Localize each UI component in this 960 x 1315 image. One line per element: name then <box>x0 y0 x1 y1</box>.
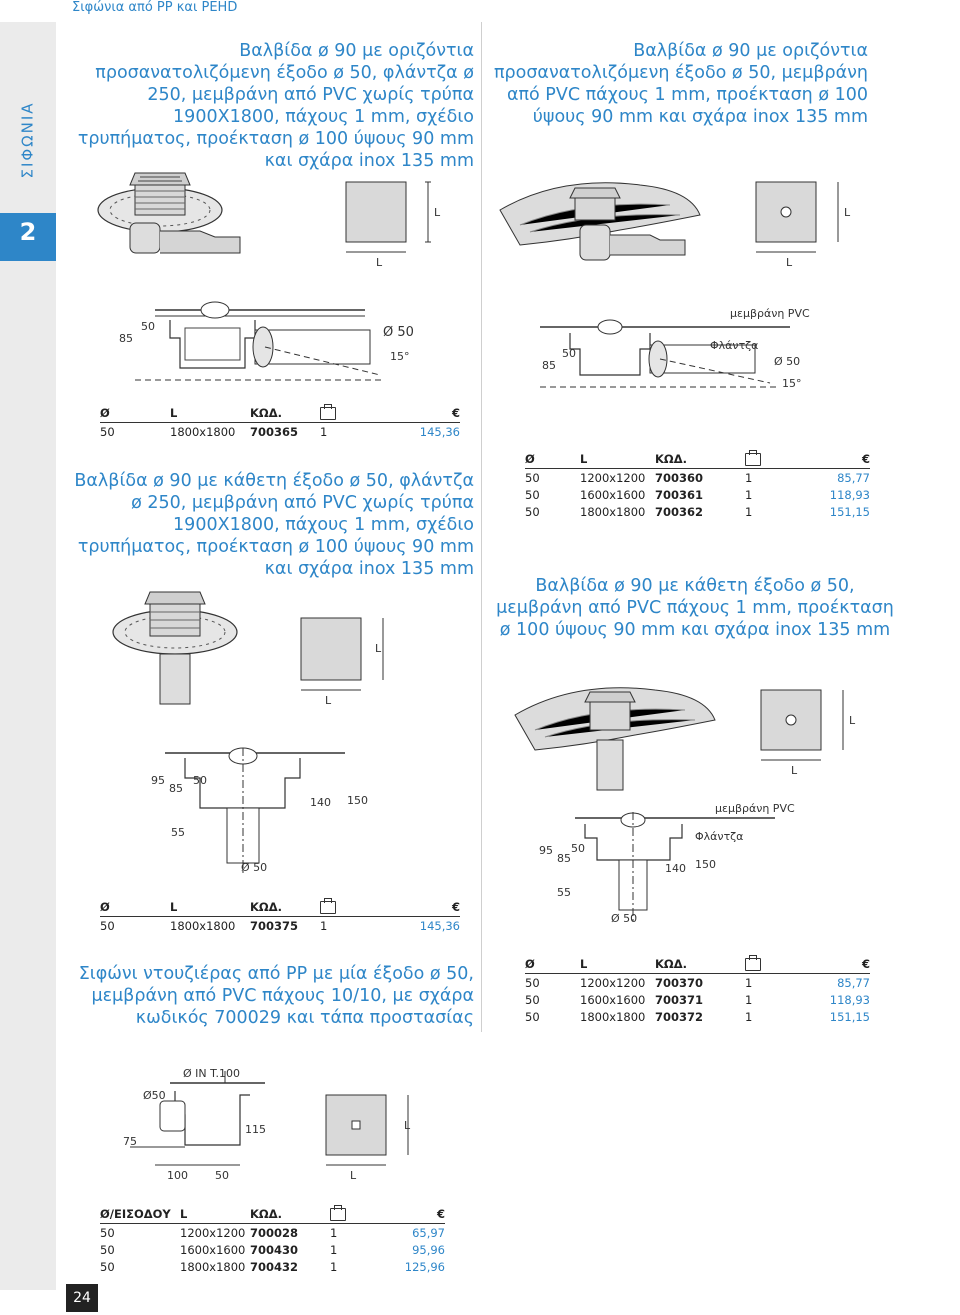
package-icon <box>320 404 336 420</box>
product-2-photo <box>499 182 701 261</box>
product-5-label-L-bottom: L <box>350 1169 357 1182</box>
product-5-label-75: 75 <box>123 1135 137 1148</box>
product-5-label-inT: Ø IN T.100 <box>183 1067 240 1080</box>
product-3-membrane-sketch: L L <box>300 617 384 707</box>
page-number: 24 <box>66 1284 98 1312</box>
col-diameter: Ø <box>100 406 110 420</box>
product-4-label-d50: Ø 50 <box>611 912 637 925</box>
product-3-label-55: 55 <box>171 826 185 839</box>
product-5-label-50: 50 <box>215 1169 229 1182</box>
product-3-label-L-side: L <box>375 642 382 655</box>
product-4-label-95: 95 <box>539 844 553 857</box>
product-1-label-50: 50 <box>141 320 155 333</box>
product-4-label-150: 150 <box>695 858 716 871</box>
col-length: L <box>170 406 178 420</box>
product-3-title: Βαλβίδα ø 90 με κάθετη έξοδο ø 50, φλάντ… <box>74 471 474 579</box>
product-4-title: Βαλβίδα ø 90 με κάθετη έξοδο ø 50, μεμβρ… <box>496 576 894 640</box>
package-icon <box>745 450 761 466</box>
product-4-section-drawing: μεμβράνη PVC Φλάντζα 95 85 50 140 150 55… <box>539 802 795 925</box>
product-2-label-L-side: L <box>844 206 851 219</box>
product-5-label-100: 100 <box>167 1169 188 1182</box>
product-1-label-L-bottom: L <box>376 256 383 269</box>
package-icon <box>320 898 336 914</box>
product-4-label-flange: Φλάντζα <box>695 830 743 843</box>
product-3-label-d50: Ø 50 <box>241 861 267 874</box>
product-4-label-85: 85 <box>557 852 571 865</box>
product-5-label-115: 115 <box>245 1123 266 1136</box>
product-1-section-drawing: 85 50 Ø 50 15° <box>119 301 414 381</box>
package-icon <box>745 955 761 971</box>
sidebar-section-badge <box>0 213 56 261</box>
product-3-label-50: 50 <box>193 774 207 787</box>
page-header-title: Σιφώνια από PP και PEHD <box>72 0 238 15</box>
col-qty <box>320 404 360 423</box>
col-code: ΚΩΔ. <box>250 406 282 420</box>
col-price: € <box>451 406 460 420</box>
product-3-label-L-bottom: L <box>325 694 332 707</box>
product-3-section-drawing: 95 85 50 140 150 55 Ø 50 <box>151 747 368 874</box>
product-2-label-50: 50 <box>562 347 576 360</box>
product-2-section-drawing: 85 50 μεμβράνη PVC Φλάντζα Ø 50 15° <box>540 307 810 390</box>
product-4-membrane-sketch: L L <box>760 689 856 777</box>
product-4-label-L-bottom: L <box>791 764 798 777</box>
product-3-label-140: 140 <box>310 796 331 809</box>
product-3-label-95: 95 <box>151 774 165 787</box>
product-4-label-membrane: μεμβράνη PVC <box>715 802 795 815</box>
product-5-title: Σιφώνι ντουζιέρας από PP με μία έξοδο ø … <box>78 964 474 1028</box>
product-5-label-L-side: L <box>404 1119 411 1132</box>
product-1-title: Βαλβίδα ø 90 με οριζόντια προσανατολιζόμ… <box>77 41 474 171</box>
product-1-label-L-side: L <box>434 206 441 219</box>
product-4-label-L-side: L <box>849 714 856 727</box>
product-1-label-85: 85 <box>119 332 133 345</box>
product-4-label-50: 50 <box>571 842 585 855</box>
product-4-photo <box>514 687 716 791</box>
product-2-label-membrane: μεμβράνη PVC <box>730 307 810 320</box>
product-3-label-85: 85 <box>169 782 183 795</box>
product-1-label-15deg: 15° <box>390 350 410 363</box>
product-2-membrane-sketch: L L <box>755 181 851 269</box>
product-3-photo <box>112 591 238 705</box>
product-3-label-150: 150 <box>347 794 368 807</box>
product-2-label-L-bottom: L <box>786 256 793 269</box>
product-5-section-drawing: Ø IN T.100 Ø50 75 115 100 50 <box>123 1067 266 1182</box>
sidebar-section-number: 2 <box>19 218 37 246</box>
sidebar-section-word: ΣΙΦΩΝΙΑ <box>19 101 38 179</box>
product-1-label-d50: Ø 50 <box>383 325 414 340</box>
product-2-label-85: 85 <box>542 359 556 372</box>
product-4-label-55: 55 <box>557 886 571 899</box>
product-5-membrane-sketch: L L <box>325 1094 411 1182</box>
product-4-label-140: 140 <box>665 862 686 875</box>
product-5-label-d50: Ø50 <box>143 1089 166 1102</box>
product-1-photo <box>97 172 241 254</box>
product-1-membrane-sketch: L L <box>345 181 441 269</box>
column-divider <box>481 22 482 1032</box>
package-icon <box>330 1205 346 1221</box>
product-2-label-d50: Ø 50 <box>774 355 800 368</box>
product-2-label-flange: Φλάντζα <box>710 339 758 352</box>
product-2-label-15deg: 15° <box>782 377 802 390</box>
product-2-title: Βαλβίδα ø 90 με οριζόντια προσανατολιζόμ… <box>493 41 868 127</box>
